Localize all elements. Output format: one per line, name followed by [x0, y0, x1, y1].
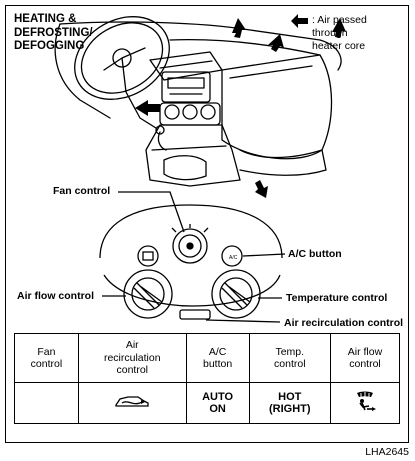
air-flow-control-label: Air flow control [17, 290, 94, 302]
cell-fan-control [14, 382, 79, 424]
figure-frame [5, 5, 409, 443]
figure-title: HEATING & DEFROSTING/ DEFOGGING [14, 13, 93, 52]
ac-button-label: A/C button [288, 248, 342, 260]
cell-air-flow-control [329, 382, 401, 424]
fan-control-label: Fan control [53, 185, 111, 197]
temperature-control-label: Temperature control [286, 292, 388, 304]
dashboard-illustration: A/C [54, 16, 346, 323]
svg-text:A/C: A/C [229, 255, 238, 261]
cell-ac-button: AUTO ON [185, 382, 250, 424]
header-ac-button: A/C button [185, 333, 250, 383]
cell-temp-control: HOT (RIGHT) [248, 382, 331, 424]
header-fan-control: Fan control [14, 333, 79, 383]
header-temp-control: Temp. control [248, 333, 331, 383]
header-air-flow-control: Air flow control [329, 333, 401, 383]
settings-table: Fan control Air recirculation control A/… [14, 333, 401, 424]
air-recirculation-control-label: Air recirculation control [284, 317, 404, 329]
filled-arrow-icon [291, 14, 308, 28]
header-air-recirculation-control: Air recirculation control [77, 333, 187, 383]
figure-code: LHA2645 [365, 446, 409, 458]
cell-air-recirculation [77, 382, 187, 424]
defrost-floor-airflow-icon [356, 391, 376, 412]
car-outside-air-icon [115, 396, 149, 407]
